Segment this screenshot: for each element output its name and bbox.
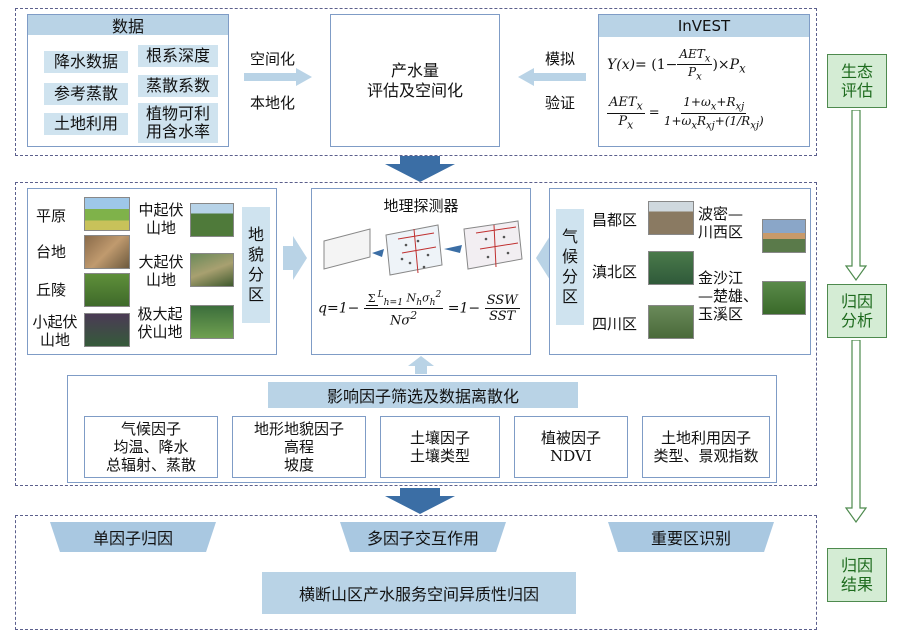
jinshajiang-photo [762,281,806,315]
data-item-precip: 降水数据 [44,51,128,73]
simulate-label: 模拟 [545,50,576,68]
factor-header: 影响因子筛选及数据离散化 [268,382,578,408]
landform-extreme-relief: 极大起 伏山地 [137,305,183,341]
landform-mid-relief: 中起伏 山地 [138,201,184,237]
mid-relief-photo [190,203,234,237]
climate-sichuan: 四川区 [592,315,638,333]
changdu-photo [648,201,694,235]
data-title: 数据 [28,15,228,36]
factor-terrain: 地形地貌因子 高程 坡度 [232,416,366,478]
side-label-attribution: 归因 分析 [827,284,887,338]
validate-label: 验证 [545,94,576,112]
bomi-photo [762,219,806,253]
landform-hills: 丘陵 [36,281,67,299]
spatialize-label: 空间化 [250,50,296,68]
data-item-landuse: 土地利用 [44,113,128,135]
down-arrow-icon [385,488,455,514]
climate-box: 气 候 分 区 昌都区 滇北区 四川区 波密— 川西区 金沙江 —楚雄、 玉溪区 [549,188,811,355]
climate-changdu: 昌都区 [592,211,638,229]
landform-zone-label: 地 貌 分 区 [242,207,270,323]
side-label-eco-assessment: 生态 评估 [827,54,887,108]
factor-vegetation: 植被因子 NDVI [514,416,628,478]
landform-box: 平原 台地 丘陵 小起伏 山地 中起伏 山地 大起伏 山地 极大起 伏山地 地 … [27,188,277,355]
tableland-photo [84,235,130,269]
water-yield-box: 产水量 评估及空间化 [330,14,500,147]
final-result-box: 横断山区产水服务空间异质性归因 [262,572,576,614]
left-arrow-icon [518,68,586,86]
data-item-paw: 植物可利 用含水率 [138,103,218,143]
hills-photo [84,273,130,307]
data-item-et-coef: 蒸散系数 [138,75,218,97]
data-box: 数据 降水数据 根系深度 参考蒸散 蒸散系数 土地利用 植物可利 用含水率 [27,14,229,147]
climate-jinshajiang: 金沙江 —楚雄、 玉溪区 [698,269,759,323]
landform-low-relief: 小起伏 山地 [32,313,78,349]
result-section [15,515,817,630]
landform-to-detector-arrow-icon [283,236,307,280]
invest-title: InVEST [599,15,809,37]
climate-diannbei: 滇北区 [592,263,638,281]
factor-soil: 土壤因子 土壤类型 [380,416,500,478]
diannbei-photo [648,251,694,285]
climate-bomi-chuanxi: 波密— 川西区 [698,205,744,241]
side-down-arrow-icon [844,110,868,282]
sichuan-photo [648,305,694,339]
extreme-relief-photo [190,305,234,339]
multi-factor-interaction: 多因子交互作用 [340,522,506,552]
data-item-root-depth: 根系深度 [138,45,218,67]
detector-title: 地理探测器 [383,197,459,215]
data-item-ref-et: 参考蒸散 [44,83,128,105]
plain-photo [84,197,130,231]
landform-tableland: 台地 [36,243,67,261]
attribution-section [15,182,817,486]
side-down-arrow-icon [844,340,868,524]
down-arrow-icon [385,156,455,182]
key-area-identification: 重要区识别 [608,522,774,552]
up-arrow-icon [408,356,434,374]
right-arrow-icon [244,68,312,86]
eco-assessment-section [15,8,817,156]
high-relief-photo [190,253,234,287]
factor-climate: 气候因子 均温、降水 总辐射、蒸散 [84,416,218,478]
localize-label: 本地化 [250,94,296,112]
factor-landuse: 土地利用因子 类型、景观指数 [642,416,770,478]
factor-box: 影响因子筛选及数据离散化 气候因子 均温、降水 总辐射、蒸散 地形地貌因子 高程… [67,375,777,483]
low-relief-photo [84,313,130,347]
single-factor-attribution: 单因子归因 [50,522,216,552]
landform-plain: 平原 [36,207,67,225]
landform-high-relief: 大起伏 山地 [138,253,184,289]
detector-schematic-icon [323,220,523,276]
side-label-result: 归因 结果 [827,548,887,602]
climate-zone-label: 气 候 分 区 [556,209,584,325]
